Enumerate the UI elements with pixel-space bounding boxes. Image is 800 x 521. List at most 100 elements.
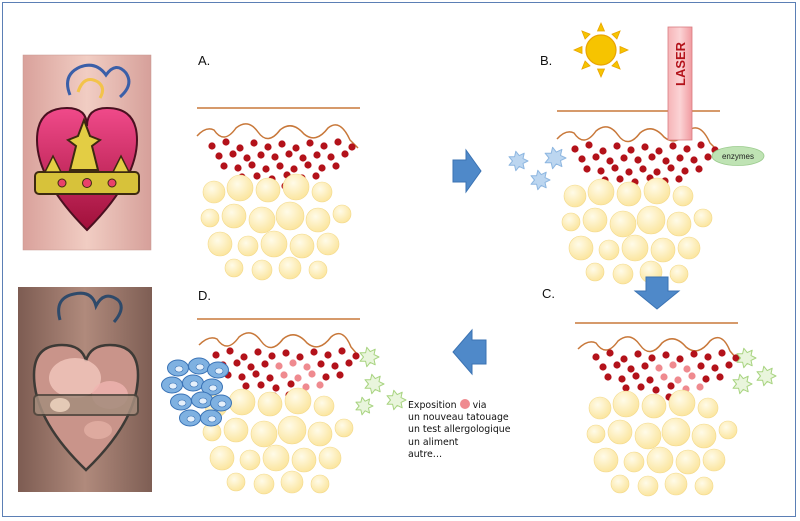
fat-cell (310, 474, 330, 494)
pigment-dot (327, 153, 335, 161)
pigment-dot-light (674, 376, 682, 384)
fat-cell (675, 449, 701, 475)
pigment-dot (296, 353, 304, 361)
immune-cell (364, 373, 385, 395)
pigment-dot (272, 384, 280, 392)
pigment-dot (248, 161, 256, 169)
fat-cell (582, 207, 608, 233)
immune-cell (359, 346, 380, 368)
pigment-dot (287, 380, 295, 388)
fat-cell (586, 424, 606, 444)
fat-cell (251, 259, 273, 281)
pigment-dot (599, 147, 607, 155)
pigment-dot (253, 172, 261, 180)
panel-a-fat-cells (200, 173, 352, 281)
pigment-dot-light (294, 374, 302, 382)
pigment-dot (604, 373, 612, 381)
pigment-dot (252, 370, 260, 378)
pigment-dot (652, 386, 660, 394)
pigment-dot (606, 349, 614, 357)
macrophage-cell (530, 169, 551, 191)
pigment-dot (257, 151, 265, 159)
fat-cell (209, 445, 235, 471)
pigment-dot (336, 371, 344, 379)
immune-cell (756, 365, 777, 387)
pigment-dot (627, 365, 635, 373)
pigment-dot (578, 155, 586, 163)
pigment-dot (226, 347, 234, 355)
panel-c-label: C. (542, 286, 555, 301)
pigment-dot (292, 144, 300, 152)
panel-a-label: A. (198, 53, 211, 68)
pigment-dot (711, 364, 719, 372)
fat-cell (694, 476, 714, 496)
fat-cell (318, 446, 342, 470)
pigment-dot (310, 348, 318, 356)
fat-cell (672, 185, 694, 207)
fat-cell (223, 417, 249, 443)
pigment-dot (718, 349, 726, 357)
pigment-dot (632, 372, 640, 380)
pigment-dot (675, 175, 683, 183)
fat-cell (250, 420, 278, 448)
exposure-line: un aliment (408, 436, 459, 448)
pigment-dot-light (688, 372, 696, 380)
fat-cell (257, 391, 283, 417)
pigment-dot (242, 382, 250, 390)
fat-cell (275, 201, 305, 231)
pigment-dot (268, 352, 276, 360)
pigment-dot (264, 143, 272, 151)
pigment-dot (234, 164, 242, 172)
fat-cell (623, 451, 645, 473)
pigment-dot (322, 373, 330, 381)
pigment-dot (278, 140, 286, 148)
sun-icon (573, 22, 629, 78)
fat-cell (718, 420, 738, 440)
pigment-dot (318, 164, 326, 172)
pigment-dot (641, 362, 649, 370)
fat-cell (226, 174, 254, 202)
immune-cell (355, 396, 374, 416)
macrophage-cell (508, 150, 529, 172)
arrow-down (633, 276, 681, 310)
pigment-dot (320, 142, 328, 150)
fat-cell (669, 264, 689, 284)
fat-cell (248, 206, 276, 234)
fat-cell (311, 181, 333, 203)
pigment-dot (646, 376, 654, 384)
pigment-dot (215, 152, 223, 160)
exposure-via: via (472, 400, 487, 411)
pigment-dot (620, 154, 628, 162)
pigment-dot-light (302, 383, 310, 391)
pigment-dot (697, 362, 705, 370)
pigment-dot-light (303, 363, 311, 371)
pigment-dot (611, 164, 619, 172)
fat-cell (237, 235, 259, 257)
pigment-dot-light (669, 361, 677, 369)
fat-cell (661, 417, 691, 447)
laser-label: LASER (673, 41, 688, 86)
laser-beam: LASER (667, 26, 693, 141)
pigment-dot (583, 165, 591, 173)
pigment-dot (220, 162, 228, 170)
pigment-dot (236, 144, 244, 152)
fat-cell (637, 475, 659, 497)
pigment-dot (266, 374, 274, 382)
pigment-dot (716, 373, 724, 381)
pigment-dot (669, 142, 677, 150)
immune-cell (386, 389, 407, 411)
pigment-dot (233, 359, 241, 367)
pigment-dot (697, 141, 705, 149)
pigment-dot (725, 361, 733, 369)
panel-d-skin (161, 318, 407, 495)
fat-cell (668, 389, 696, 417)
lymphocyte-nucleus (214, 367, 224, 375)
pigment-dot (695, 165, 703, 173)
pigment-dot-light (316, 381, 324, 389)
fat-cell (221, 203, 247, 229)
pigment-dot (290, 165, 298, 173)
panel-d-fat-cells (202, 387, 354, 495)
